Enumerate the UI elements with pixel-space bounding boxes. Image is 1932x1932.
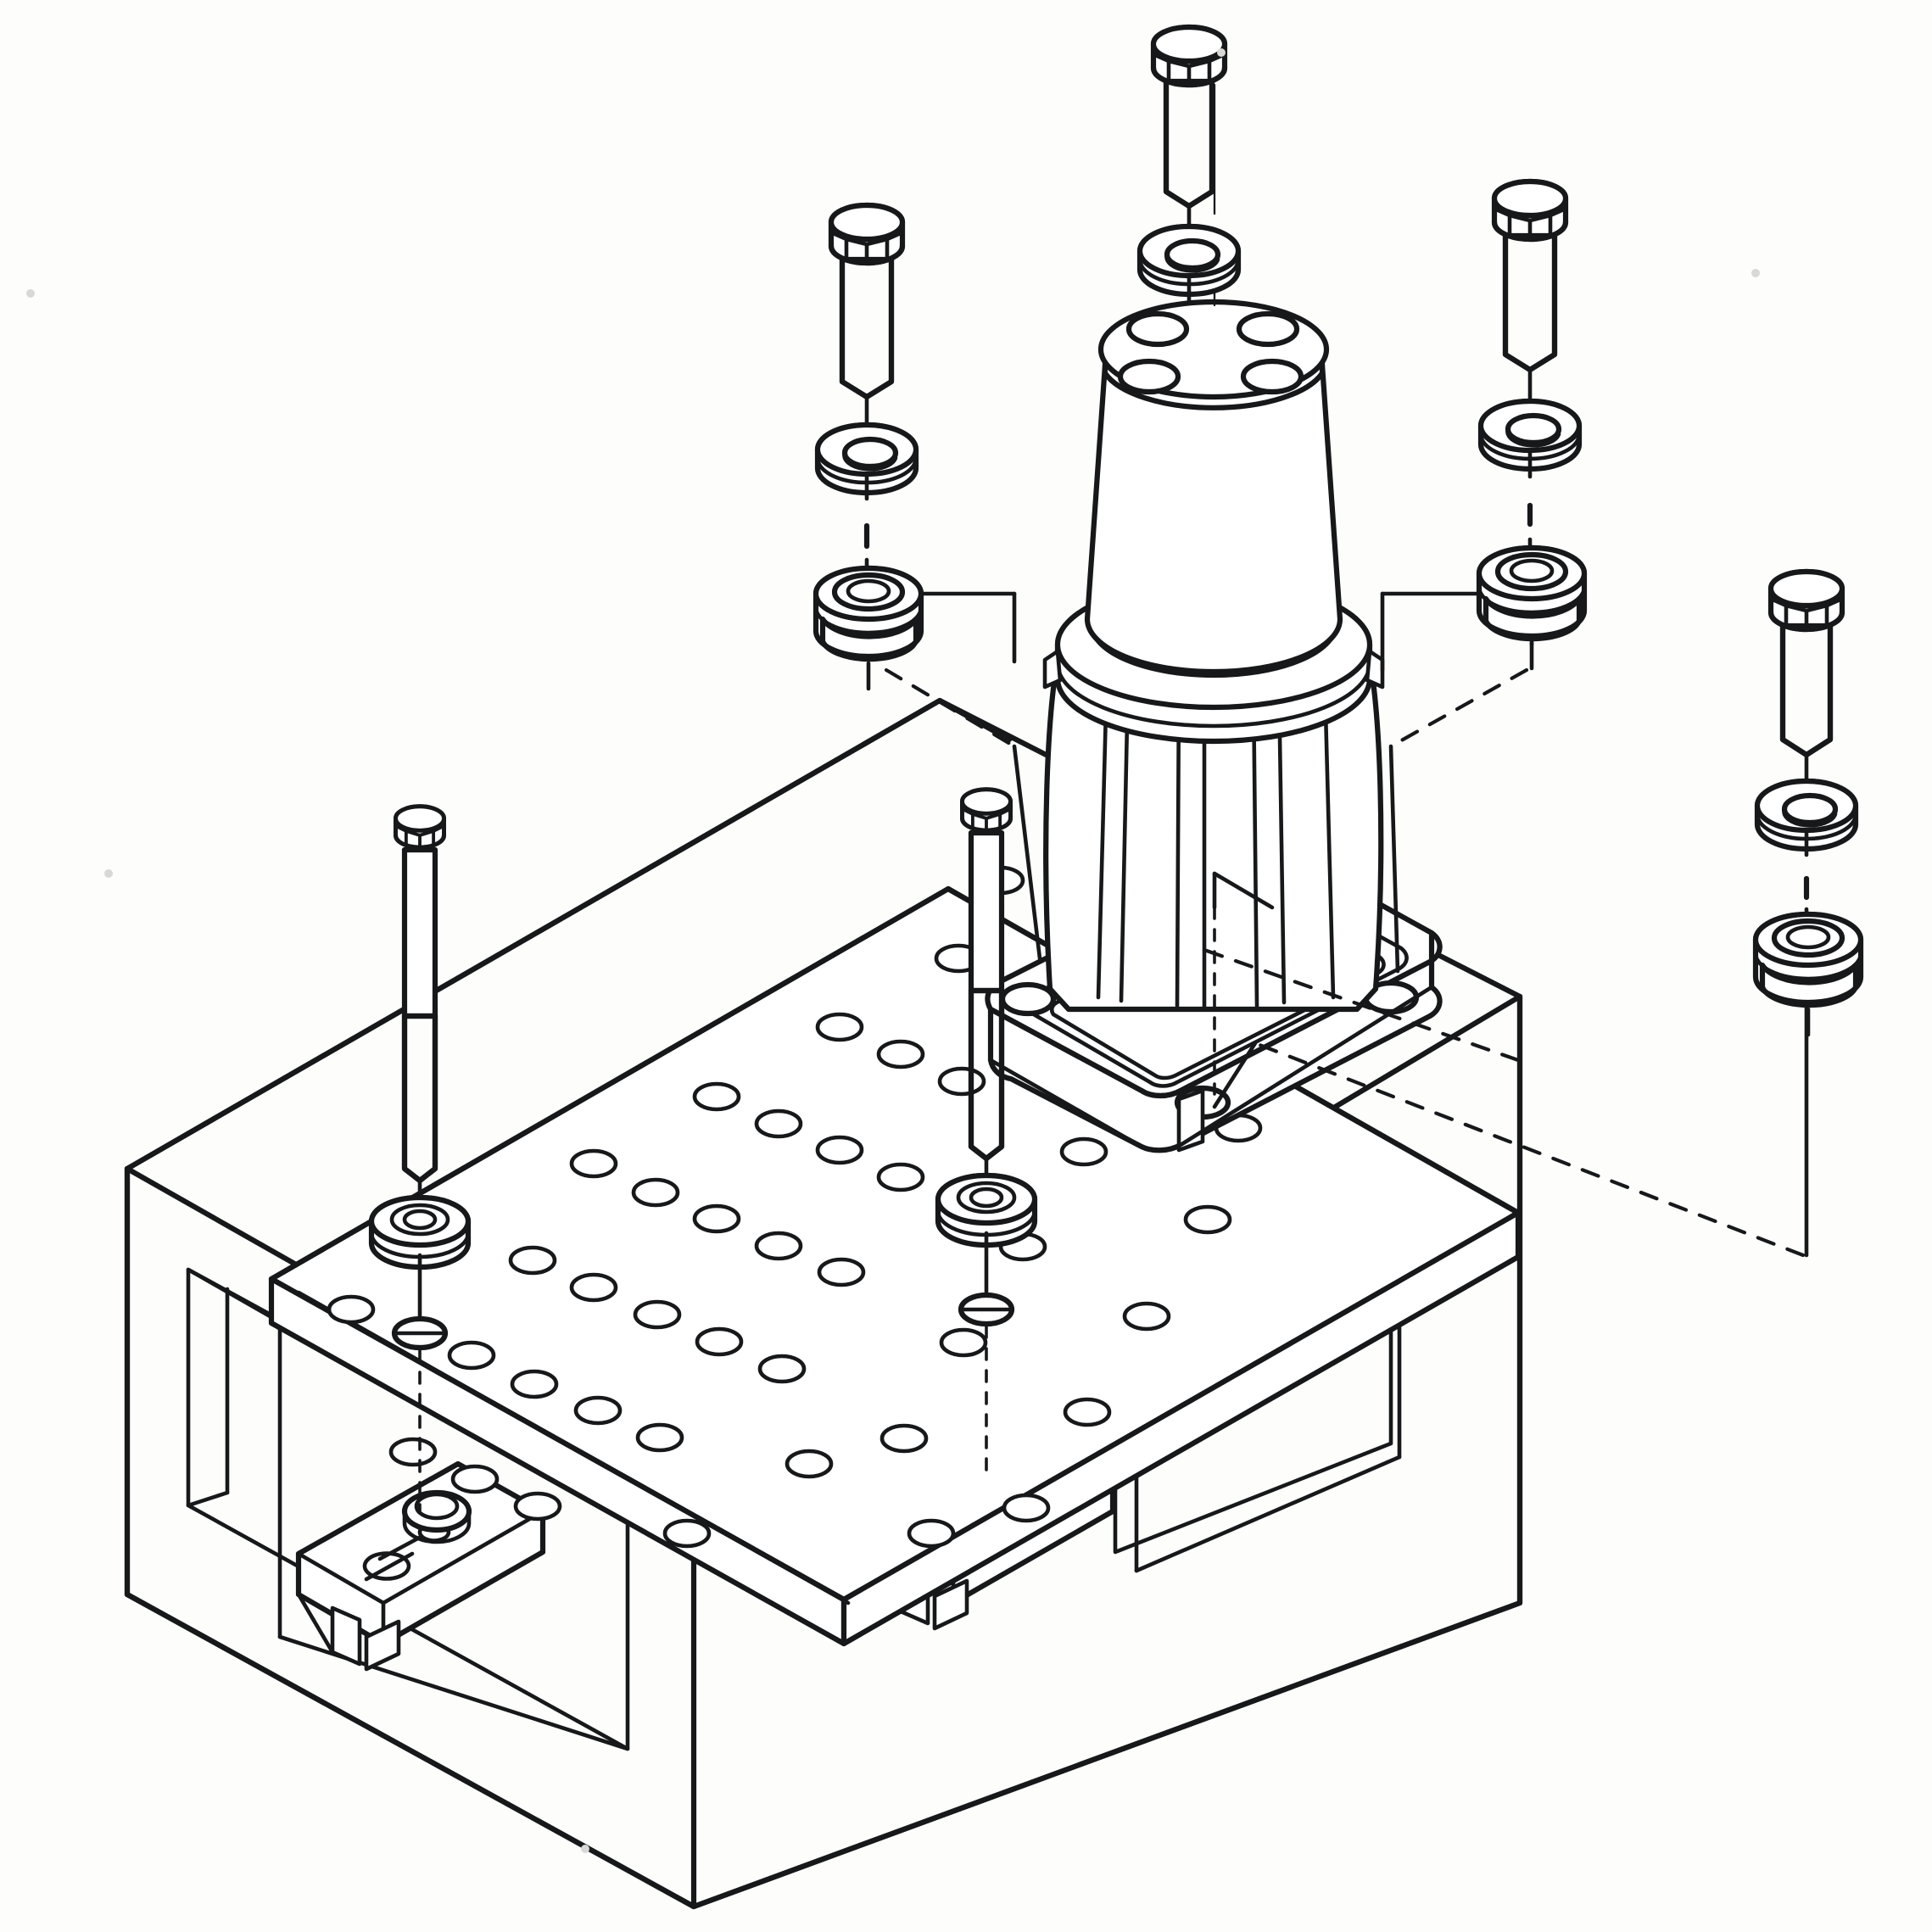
scan-specks: [26, 48, 1760, 1853]
hex-bolt: [1153, 27, 1225, 254]
plate-washer-left: [368, 1194, 472, 1270]
hex-bolt: [1771, 572, 1842, 807]
fastener-stack-upper-right: [1476, 181, 1588, 671]
flat-washer: [1477, 398, 1583, 479]
fastener-stack-far-right: [1752, 572, 1864, 1037]
hub-tapered-barrel: [1084, 299, 1343, 675]
rubber-grommet: [1476, 537, 1588, 671]
flat-washer: [1136, 223, 1242, 304]
flat-washer: [1754, 778, 1859, 857]
hex-bolt: [831, 205, 902, 452]
fastener-stack-upper-center: [1136, 27, 1242, 304]
rubber-grommet: [812, 557, 924, 691]
center-hub: [985, 299, 1443, 1153]
rubber-grommet: [1752, 907, 1864, 1037]
flat-washer: [814, 422, 919, 501]
through-bolt-left: [368, 804, 472, 1513]
leader-lines: [881, 83, 1809, 1258]
bracket-left: [295, 1460, 546, 1672]
hex-bolt: [1494, 181, 1566, 425]
fastener-stack-upper-left: [812, 205, 924, 691]
through-bolt-right: [935, 787, 1038, 1474]
